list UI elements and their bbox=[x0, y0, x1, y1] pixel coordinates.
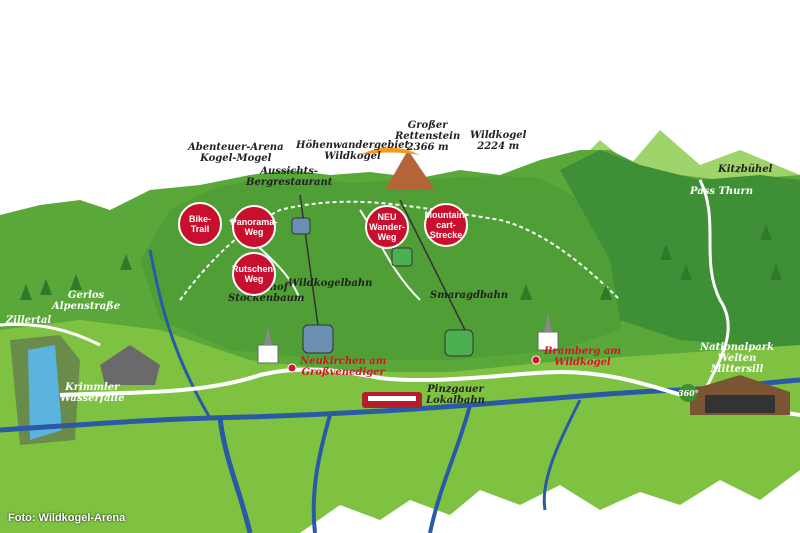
label-bramberg: Bramberg am Wildkogel bbox=[544, 346, 621, 368]
right-slope bbox=[560, 150, 800, 350]
paraglider-icon bbox=[360, 147, 420, 155]
waterfall bbox=[28, 345, 62, 440]
rettenstein-peak bbox=[385, 150, 435, 190]
label-grosser-rettenstein: Großer Rettenstein 2366 m bbox=[395, 120, 461, 153]
bike-trail-badge[interactable]: Bike- Trail bbox=[178, 202, 222, 246]
krimml-building-icon bbox=[100, 345, 160, 385]
smaragdbahn-cable bbox=[399, 199, 471, 341]
train-icon bbox=[362, 392, 422, 408]
mountaincart-strecke-badge[interactable]: Mountain- cart- Strecke bbox=[424, 203, 468, 247]
wander-weg-badge[interactable]: NEU Wander- Weg bbox=[365, 205, 409, 249]
panorama-weg-badge[interactable]: Panorama- Weg bbox=[231, 205, 277, 249]
label-pinzgauer-lokalbahn: Pinzgauer Lokalbahn bbox=[426, 384, 485, 406]
snow-foreground bbox=[300, 470, 800, 533]
gondola-small-2 bbox=[391, 247, 413, 267]
photo-credit: Foto: Wildkogel-Arena bbox=[8, 512, 126, 524]
label-aussichts-bergrestaurant: Aussichts- Bergrestaurant bbox=[246, 166, 333, 188]
label-neukirchen: Neukirchen am Großvenediger bbox=[300, 356, 387, 378]
gondola-wildkogelbahn bbox=[302, 324, 334, 354]
label-smaragdbahn: Smaragdbahn bbox=[430, 290, 509, 301]
river-branch-1 bbox=[217, 417, 253, 533]
label-zillertal: Zillertal bbox=[6, 315, 52, 326]
location-dot-bramberg bbox=[531, 355, 541, 365]
label-nationalpark-welten: Nationalpark Welten Mittersill bbox=[700, 342, 774, 375]
river-branch-2 bbox=[311, 414, 332, 533]
label-wildkogelbahn: Wildkogelbahn bbox=[288, 278, 373, 289]
label-pass-thurn: Pass Thurn bbox=[690, 186, 753, 197]
church-neukirchen-icon bbox=[257, 325, 279, 364]
badge-360-bg bbox=[679, 384, 697, 402]
gondola-small-1 bbox=[291, 217, 311, 235]
river-branch-4 bbox=[148, 249, 212, 419]
road-gerlos bbox=[0, 322, 101, 347]
label-gerlos-alpenstrasse: Gerlos Alpenstraße bbox=[52, 290, 121, 312]
label-360: 360° bbox=[678, 388, 699, 398]
rutschen-weg-badge[interactable]: Rutschen- Weg bbox=[232, 252, 276, 296]
location-dot-neukirchen bbox=[287, 363, 297, 373]
road-pass-thurn bbox=[698, 179, 730, 401]
nationalpark-building-icon bbox=[690, 375, 790, 415]
label-abenteuer-arena: Abenteuer-Arena Kogel-Mogel bbox=[188, 142, 284, 164]
label-kitzbuehel: Kitzbühel bbox=[718, 164, 773, 175]
label-wildkogel: Wildkogel 2224 m bbox=[470, 130, 527, 152]
label-hoehenwandergebiet: Höhenwandergebiet Wildkogel bbox=[296, 140, 410, 162]
label-krimmler-wasserfaelle: Krimmler Wasserfälle bbox=[60, 382, 125, 404]
river-branch-5 bbox=[542, 399, 582, 511]
trees bbox=[20, 224, 782, 300]
river-branch-3 bbox=[428, 404, 472, 533]
gondola-smaragdbahn bbox=[444, 329, 474, 357]
church-bramberg-icon bbox=[537, 312, 559, 351]
